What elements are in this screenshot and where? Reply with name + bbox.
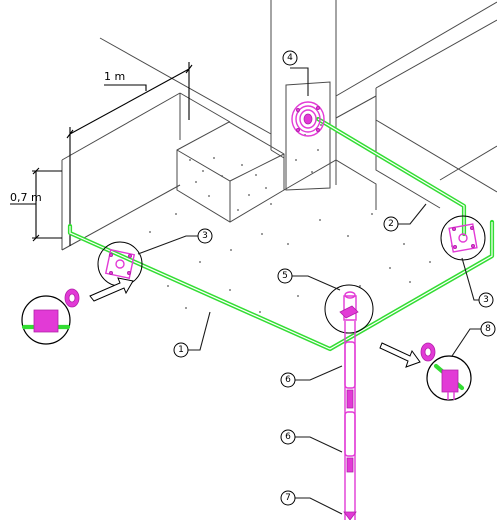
height-dimension-label: 0,7 m [10,191,42,204]
svg-text:3: 3 [202,231,208,241]
svg-text:6: 6 [285,432,291,442]
svg-text:7: 7 [285,493,291,503]
svg-text:5: 5 [282,271,288,281]
callout-1: 1 [173,342,189,358]
callout-3-left: 3 [197,228,213,244]
svg-text:3: 3 [483,295,489,305]
callout-6-upper: 6 [280,372,296,388]
ground-conductor [67,116,495,352]
wall-clamp [291,101,325,137]
callout-5: 5 [277,268,293,284]
building-structure [61,0,497,251]
ground-rod [343,321,357,520]
callout-6-lower: 6 [280,429,296,445]
detail-right [379,342,472,401]
svg-text:8: 8 [485,324,491,334]
callout-4: 4 [282,50,298,66]
callout-8: 8 [480,321,496,337]
rod-clamp [324,284,374,334]
width-dimension-label: 1 m [104,70,125,83]
callout-7: 7 [280,490,296,506]
callout-2: 2 [383,216,399,232]
detail-left [21,277,134,345]
dimension-width [66,62,193,246]
svg-text:4: 4 [287,53,293,63]
concrete-texture [149,111,453,313]
svg-text:2: 2 [388,219,394,229]
svg-text:6: 6 [285,375,291,385]
svg-text:1: 1 [178,345,184,355]
callout-3-right: 3 [478,292,494,308]
dimension-height [10,167,62,242]
